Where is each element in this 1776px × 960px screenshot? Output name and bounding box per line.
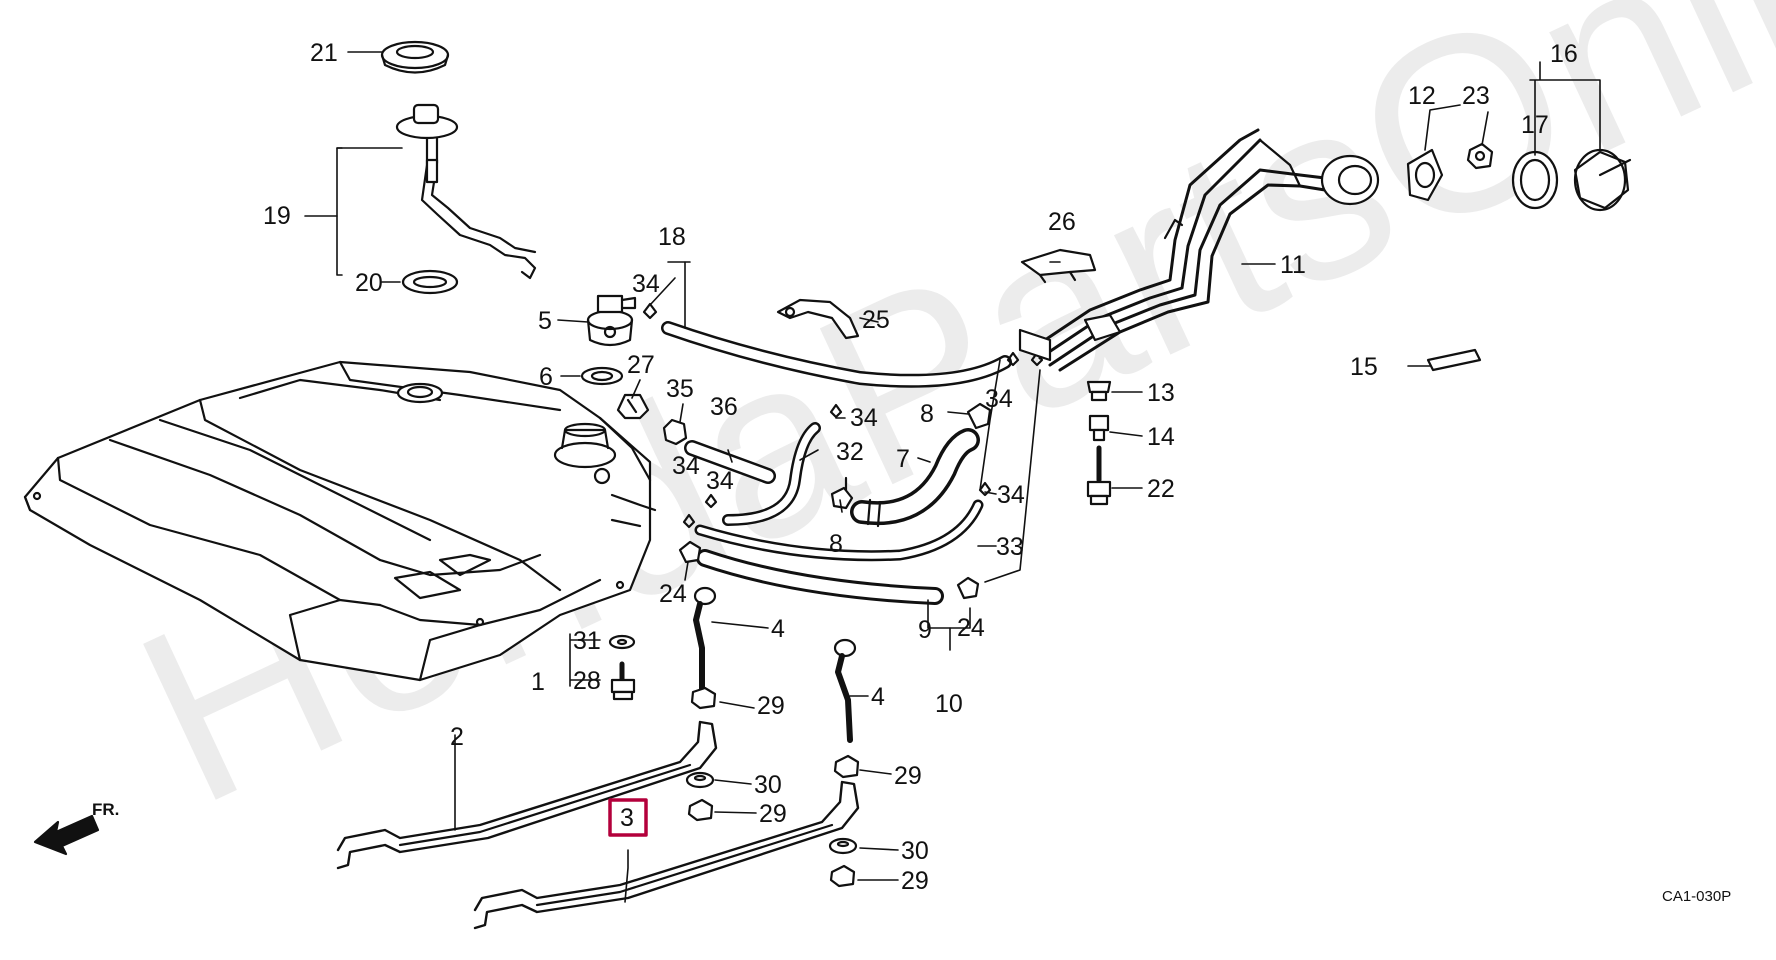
part-4-bolt-left[interactable]	[693, 586, 717, 693]
callout-29-a[interactable]: 29	[757, 692, 785, 720]
part-14-bolt[interactable]	[1088, 414, 1110, 442]
callout-34-e[interactable]: 34	[672, 452, 700, 480]
callout-32[interactable]: 32	[836, 438, 864, 466]
diagram-code: CA1-030P	[1662, 888, 1731, 905]
callout-9[interactable]: 9	[918, 616, 932, 644]
part-29-nut-1[interactable]	[690, 686, 717, 710]
part-5-pump[interactable]	[586, 294, 637, 347]
part-36-hose[interactable]	[684, 440, 776, 484]
callout-5[interactable]: 5	[538, 307, 552, 335]
part-11-filler-pipe[interactable]	[1018, 128, 1380, 372]
part-24-clamp-left[interactable]	[678, 540, 702, 564]
callout-34-c[interactable]: 34	[985, 385, 1013, 413]
highlight-box	[608, 798, 648, 837]
part-25-bracket[interactable]	[776, 298, 860, 340]
callout-24-b[interactable]: 24	[957, 614, 985, 642]
part-21-ring[interactable]	[380, 40, 450, 74]
part-15-label[interactable]	[1426, 348, 1482, 372]
callout-34-a[interactable]: 34	[632, 270, 660, 298]
callout-6[interactable]: 6	[539, 363, 553, 391]
callout-14[interactable]: 14	[1147, 423, 1175, 451]
callout-30-a[interactable]: 30	[754, 771, 782, 799]
callout-13[interactable]: 13	[1147, 379, 1175, 407]
part-18-hose[interactable]	[661, 321, 1012, 388]
callout-34-d[interactable]: 34	[997, 481, 1025, 509]
callout-4-b[interactable]: 4	[871, 683, 885, 711]
part-29-nut-4[interactable]	[829, 864, 856, 888]
part-26-bracket[interactable]	[1020, 248, 1097, 284]
callout-22[interactable]: 22	[1147, 475, 1175, 503]
callout-20[interactable]: 20	[355, 269, 383, 297]
callout-29-c[interactable]: 29	[759, 800, 787, 828]
part-32-hose[interactable]	[722, 422, 821, 526]
part-31-washer[interactable]	[608, 634, 636, 650]
part-16-fuel-cap[interactable]	[1573, 148, 1632, 212]
part-29-nut-3[interactable]	[687, 798, 714, 822]
part-22-bolt[interactable]	[1086, 445, 1112, 506]
callout-18[interactable]: 18	[658, 223, 686, 251]
part-20-gasket[interactable]	[401, 269, 459, 295]
part-29-nut-2[interactable]	[833, 754, 860, 779]
part-4-bolt-right[interactable]	[833, 638, 857, 743]
callout-24-a[interactable]: 24	[659, 580, 687, 608]
part-24-clamp-right[interactable]	[956, 576, 980, 600]
callout-36[interactable]: 36	[710, 393, 738, 421]
callout-28[interactable]: 28	[573, 667, 601, 695]
part-6-gasket[interactable]	[580, 366, 624, 386]
callout-29-b[interactable]: 29	[894, 762, 922, 790]
callout-30-b[interactable]: 30	[901, 837, 929, 865]
part-35-clamp[interactable]	[662, 418, 688, 446]
callout-2[interactable]: 2	[450, 723, 464, 751]
leader-lines	[304, 51, 1601, 903]
part-17-gasket[interactable]	[1511, 150, 1559, 210]
part-28-bolt[interactable]	[610, 661, 636, 701]
part-7-hose[interactable]	[850, 428, 980, 528]
part-33-hose[interactable]	[694, 499, 984, 562]
callout-1[interactable]: 1	[531, 668, 545, 696]
callout-10[interactable]: 10	[935, 690, 963, 718]
part-27-clip[interactable]	[616, 393, 650, 420]
part-12-gasket[interactable]	[1406, 148, 1444, 202]
part-19-gauge-unit[interactable]	[395, 103, 537, 280]
fuel-tank[interactable]	[23, 360, 657, 682]
callout-29-d[interactable]: 29	[901, 867, 929, 895]
callout-26[interactable]: 26	[1048, 208, 1076, 236]
callout-17[interactable]: 17	[1521, 111, 1549, 139]
callout-8-a[interactable]: 8	[920, 400, 934, 428]
callout-4-a[interactable]: 4	[771, 615, 785, 643]
part-3-strap[interactable]	[473, 780, 860, 930]
callout-23[interactable]: 23	[1462, 82, 1490, 110]
part-8-clamp-lower[interactable]	[830, 476, 854, 510]
callout-16[interactable]: 16	[1550, 40, 1578, 68]
part-2-strap[interactable]	[336, 720, 718, 870]
callout-12[interactable]: 12	[1408, 82, 1436, 110]
callout-3[interactable]: 3	[620, 804, 634, 832]
front-label: FR.	[92, 800, 119, 819]
callout-31[interactable]: 31	[573, 627, 601, 655]
part-8-clamp-upper[interactable]	[966, 402, 992, 430]
part-30-washer-1[interactable]	[685, 771, 715, 789]
part-9-hose[interactable]	[696, 549, 944, 605]
callout-25[interactable]: 25	[862, 306, 890, 334]
part-30-washer-2[interactable]	[828, 837, 858, 855]
front-direction-arrow-icon	[33, 814, 100, 856]
callout-34-f[interactable]: 34	[706, 467, 734, 495]
callout-15[interactable]: 15	[1350, 353, 1378, 381]
callout-8-b[interactable]: 8	[829, 530, 843, 558]
part-13-bolt[interactable]	[1086, 380, 1112, 402]
callout-19[interactable]: 19	[263, 202, 291, 230]
callout-21[interactable]: 21	[310, 39, 338, 67]
callout-7[interactable]: 7	[896, 445, 910, 473]
callout-33[interactable]: 33	[996, 533, 1024, 561]
part-23-nut[interactable]	[1466, 142, 1494, 170]
callout-11[interactable]: 11	[1280, 251, 1306, 279]
callout-35[interactable]: 35	[666, 375, 694, 403]
callout-34-b[interactable]: 34	[850, 404, 878, 432]
callout-27[interactable]: 27	[627, 351, 655, 379]
